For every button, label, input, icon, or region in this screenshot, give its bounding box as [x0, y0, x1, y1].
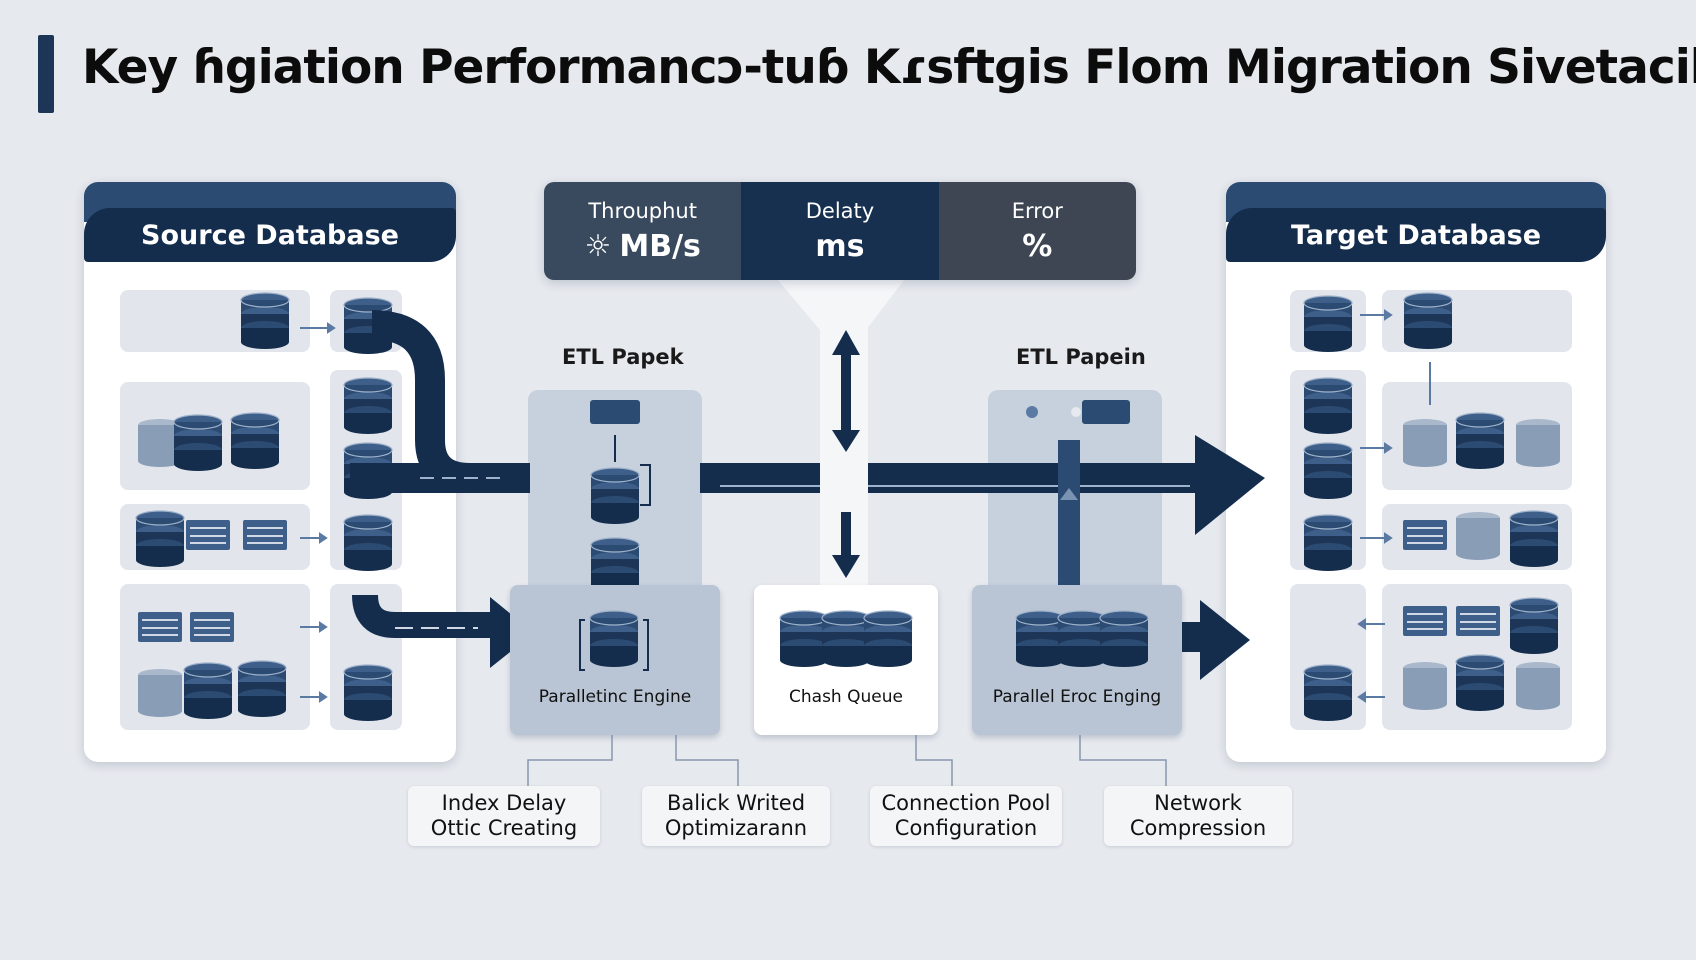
- database-icon: [135, 510, 185, 568]
- page-title: Key ɦgiation Performancɔ-tuɓ Kɾsftɡis Fl…: [82, 40, 1696, 95]
- small-arrow-icons: [300, 322, 336, 703]
- metric-throughput: Throuphut ☼MB/s: [544, 182, 742, 280]
- optimization-line: Connection Pool: [881, 791, 1051, 815]
- database-icon: [590, 467, 640, 525]
- target-database-header: Target Database: [1226, 208, 1606, 262]
- database-icon: [343, 514, 393, 572]
- metric-value: ms: [815, 228, 865, 264]
- optimization-line: Optimizarann: [664, 816, 808, 840]
- optimization-line: Network: [1154, 791, 1242, 815]
- database-icon: [240, 292, 290, 350]
- engine-caption-left: Paralletinc Engine: [538, 687, 692, 707]
- queue-caption: Chash Queue: [789, 687, 903, 707]
- table-icon: [189, 611, 235, 643]
- optimization-line: Ottic Creating: [430, 816, 578, 840]
- metric-delay: Delaty ms: [741, 182, 939, 280]
- main-flow-arrow: [700, 463, 1200, 493]
- database-icon: [183, 662, 233, 720]
- optimization-line: Balick Writed: [666, 791, 806, 815]
- queue-box: Chash Queue: [754, 585, 938, 735]
- database-icon: [343, 377, 393, 435]
- metric-label: Error: [1011, 198, 1063, 223]
- etl-label-right: ETL Papein: [1016, 345, 1146, 369]
- table-icon: [185, 519, 231, 551]
- database-icon: [173, 414, 223, 472]
- metrics-bar: Throuphut ☼MB/s Delaty ms Error %: [544, 182, 1136, 280]
- metric-value-row: ☼MB/s: [584, 229, 700, 264]
- database-icon: [343, 664, 393, 722]
- optimization-line: Index Delay: [441, 791, 567, 815]
- metric-error: Error %: [938, 182, 1136, 280]
- gauge-icon: ☼: [584, 228, 612, 264]
- metric-label: Delaty: [805, 198, 875, 223]
- database-icon: [237, 660, 287, 718]
- etl-label-left: ETL Papek: [562, 345, 684, 369]
- metric-label: Throuphut: [588, 198, 697, 223]
- database-icon: [230, 412, 280, 470]
- optimization-line: Compression: [1129, 816, 1267, 840]
- table-icon: [137, 611, 183, 643]
- title-accent-bar: [38, 35, 54, 113]
- source-database-header: Source Database: [84, 208, 456, 262]
- engine-caption-right: Parallel Eroc Enging: [992, 687, 1162, 707]
- table-icon: [242, 519, 288, 551]
- parallel-engine-left: Paralletinc Engine: [510, 585, 720, 735]
- database-icon: [138, 669, 182, 717]
- metric-value: %: [1022, 228, 1053, 264]
- flow-pipe: [371, 310, 530, 493]
- parallel-engine-right: Parallel Eroc Enging: [972, 585, 1182, 735]
- optimization-line: Configuration: [894, 816, 1038, 840]
- metric-value: MB/s: [619, 228, 701, 264]
